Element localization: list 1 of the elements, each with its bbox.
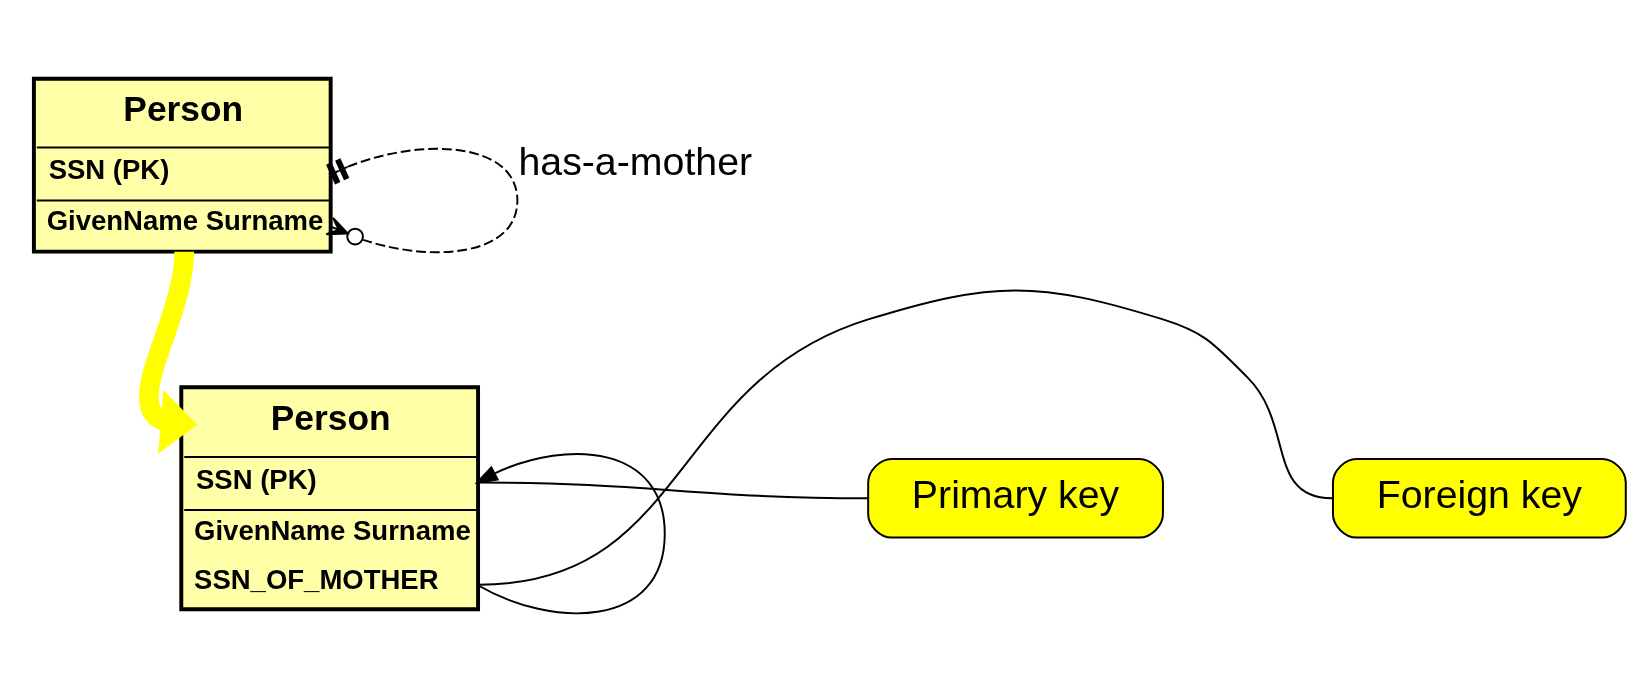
edge-label: has-a-mother	[518, 138, 753, 183]
